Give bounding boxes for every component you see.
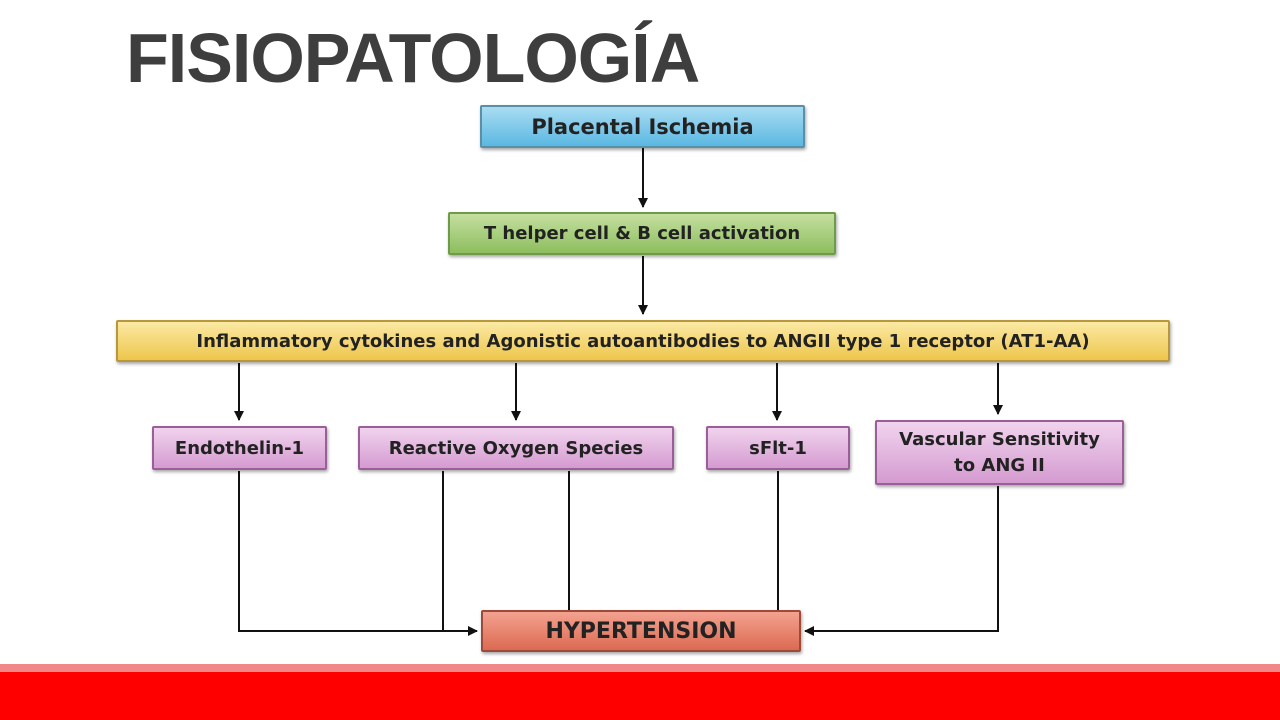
node-vascular-label-line1: Vascular Sensitivity (899, 428, 1100, 450)
node-sflt: sFlt-1 (706, 426, 850, 470)
footer-band (0, 672, 1280, 720)
node-t-helper: T helper cell & B cell activation (448, 212, 836, 255)
slide-title: FISIOPATOLOGÍA (126, 19, 700, 97)
node-sflt-label: sFlt-1 (749, 437, 807, 459)
node-endothelin-label: Endothelin-1 (174, 437, 305, 459)
node-hypertension: HYPERTENSION (481, 610, 801, 652)
node-vascular-sensitivity: Vascular Sensitivity to ANG II (875, 420, 1124, 485)
arrow-endothelin-to-hypertension (238, 471, 478, 636)
node-ros-label: Reactive Oxygen Species (388, 437, 644, 459)
node-inflammatory-label: Inflammatory cytokines and Agonistic aut… (196, 330, 1090, 352)
node-placental-ischemia-label: Placental Ischemia (531, 114, 754, 139)
node-endothelin: Endothelin-1 (152, 426, 327, 470)
node-hypertension-label: HYPERTENSION (545, 618, 737, 644)
arrow-vascular-to-hypertension (804, 486, 999, 636)
node-inflammatory: Inflammatory cytokines and Agonistic aut… (116, 320, 1170, 362)
node-vascular-label-line2: to ANG II (954, 454, 1045, 476)
footer-band-light (0, 664, 1280, 672)
node-placental-ischemia: Placental Ischemia (480, 105, 805, 148)
node-t-helper-label: T helper cell & B cell activation (483, 223, 801, 244)
node-ros: Reactive Oxygen Species (358, 426, 674, 470)
